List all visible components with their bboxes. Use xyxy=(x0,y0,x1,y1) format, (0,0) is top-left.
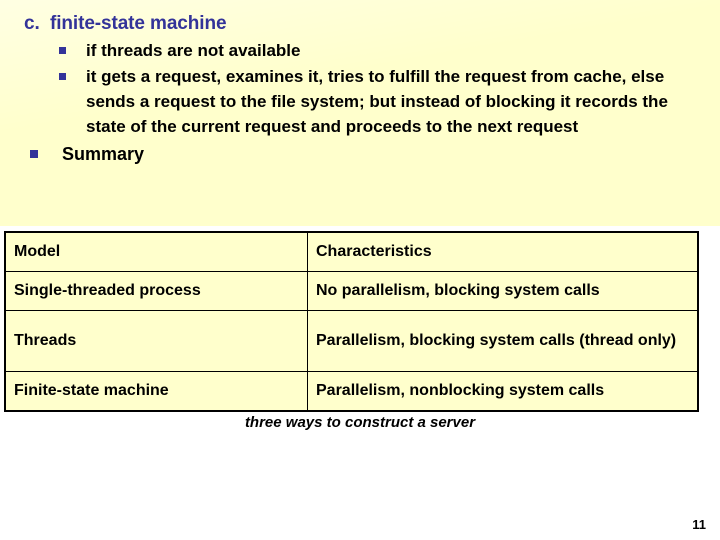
table-row: Finite-state machine Parallelism, nonblo… xyxy=(4,371,699,412)
outline-heading-label: finite-state machine xyxy=(50,13,227,34)
outline-sub-bullet-1: if threads are not available xyxy=(0,37,720,63)
outline-summary-bullet: Summary xyxy=(0,139,720,167)
table-caption: three ways to construct a server xyxy=(244,414,476,431)
summary-table: Model Characteristics Single-threaded pr… xyxy=(4,231,699,412)
table-row: Single-threaded process No parallelism, … xyxy=(4,271,699,311)
table-header-row: Model Characteristics xyxy=(4,231,699,272)
table-header-model: Model xyxy=(4,231,308,272)
outline-summary-label: Summary xyxy=(62,144,145,164)
outline-heading: c. finite-state machine xyxy=(0,0,720,37)
content-background-band xyxy=(0,0,720,226)
table-cell-model: Single-threaded process xyxy=(4,271,308,311)
table-row: Threads Parallelism, blocking system cal… xyxy=(4,310,699,372)
table-cell-characteristics: Parallelism, blocking system calls (thre… xyxy=(307,310,699,372)
table-cell-model: Threads xyxy=(4,310,308,372)
square-bullet-icon xyxy=(59,47,66,54)
table-cell-characteristics: No parallelism, blocking system calls xyxy=(307,271,699,311)
page-number: 11 xyxy=(692,517,706,532)
table-header-characteristics: Characteristics xyxy=(307,231,699,272)
table-cell-model: Finite-state machine xyxy=(4,371,308,412)
outline-sub-bullet-2-label: it gets a request, examines it, tries to… xyxy=(86,67,668,136)
outline-text-block: c. finite-state machine if threads are n… xyxy=(0,0,720,167)
table-cell-characteristics: Parallelism, nonblocking system calls xyxy=(307,371,699,412)
square-bullet-icon xyxy=(59,73,66,80)
outline-sub-bullet-1-label: if threads are not available xyxy=(86,41,301,60)
outline-sub-bullet-2: it gets a request, examines it, tries to… xyxy=(0,63,720,139)
outline-heading-marker: c. xyxy=(24,13,40,34)
square-bullet-icon xyxy=(30,150,38,158)
